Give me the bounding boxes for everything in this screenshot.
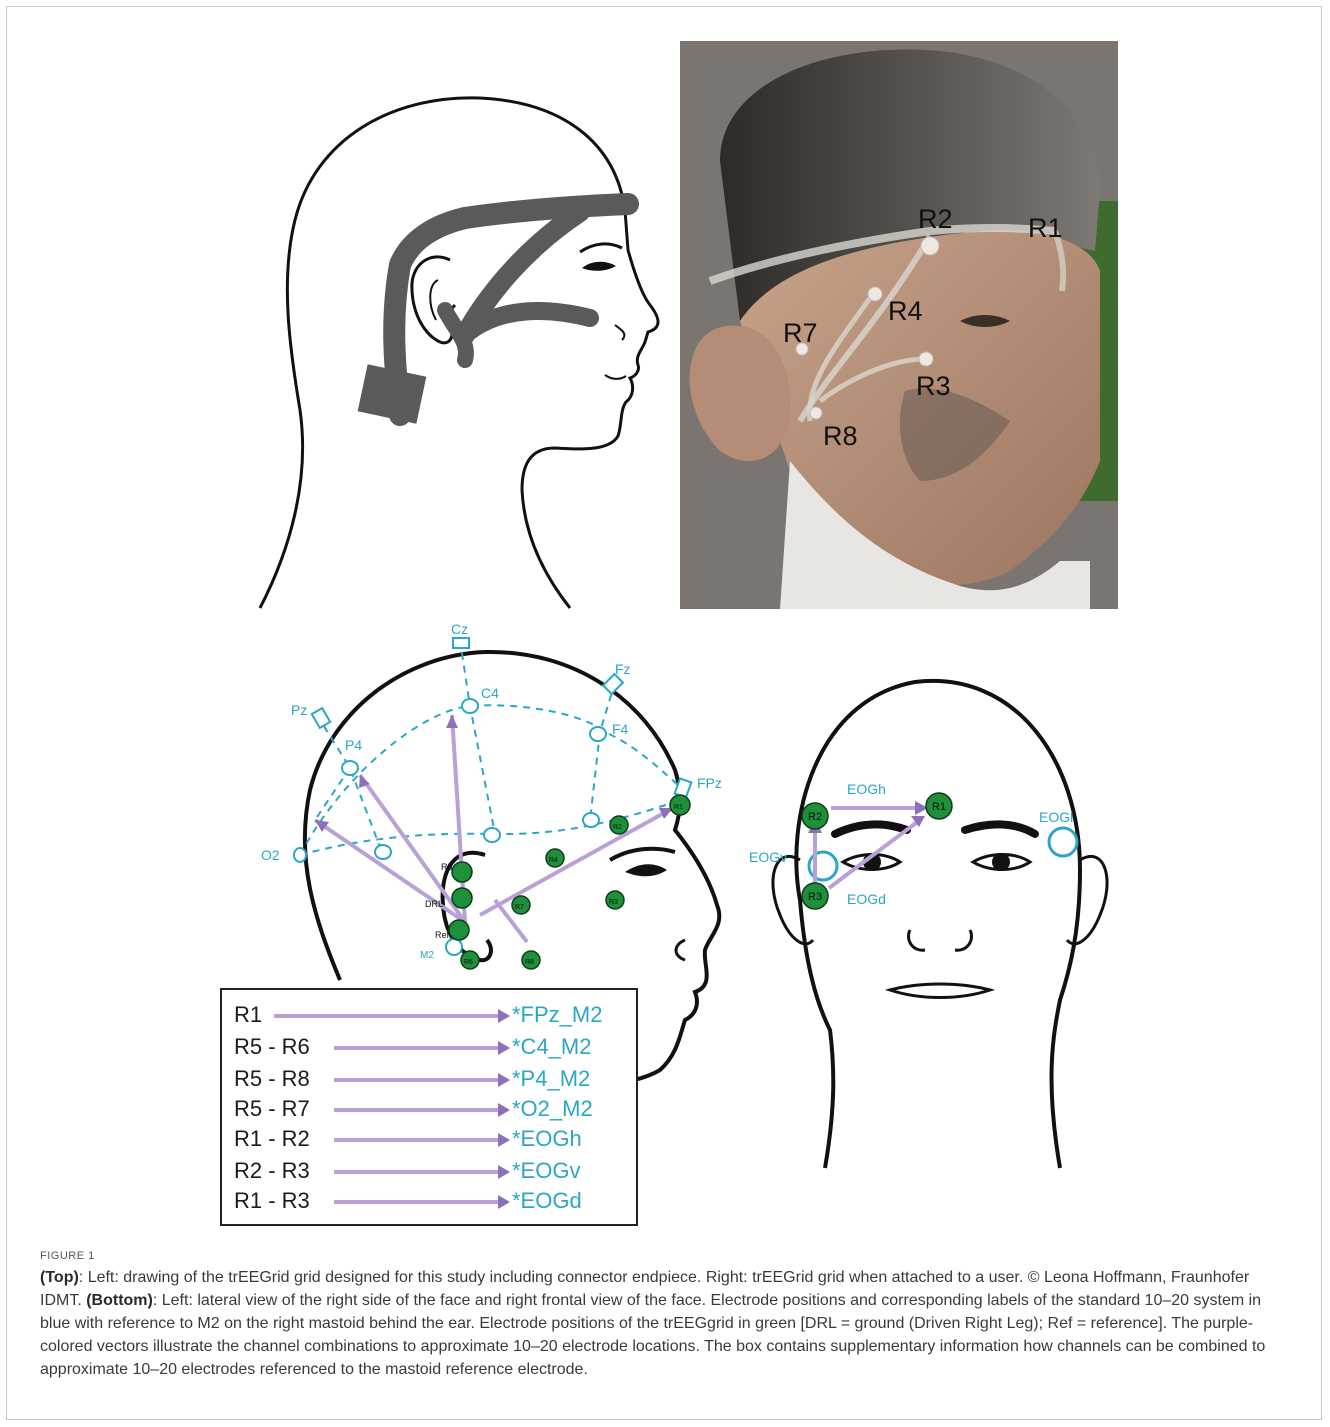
legend-row: R2 - R3 *EOGv (222, 1158, 636, 1188)
legend-source: R1 - R3 (234, 1188, 310, 1214)
frontal-label-r3: R3 (808, 891, 822, 903)
lateral-label-o2: O2 (261, 847, 280, 863)
legend-row: R1 - R3 *EOGd (222, 1188, 636, 1218)
user-photo: R2 R1 R4 R7 R3 R8 (680, 41, 1118, 609)
legend-source: R1 (234, 1002, 262, 1028)
figure-label: FIGURE 1 (40, 1250, 1290, 1262)
photo-label-r7: R7 (783, 318, 818, 348)
lateral-label-f4: F4 (612, 721, 629, 737)
legend-arrow (334, 1046, 500, 1050)
legend-source: R5 - R7 (234, 1096, 310, 1122)
frontal-view-diagram: R1 R2 R3 EOGh EOGv EOGd EOGl (735, 640, 1125, 1170)
lateral-label-drl: DRL (425, 899, 443, 909)
legend-arrow (334, 1108, 500, 1112)
photo-label-r1: R1 (1028, 213, 1063, 243)
caption-bottom-text: : Left: lateral view of the right side o… (40, 1292, 1265, 1378)
photo-label-r8: R8 (823, 421, 858, 451)
legend-target: *C4_M2 (512, 1034, 591, 1060)
grid-drawing (250, 80, 680, 610)
lateral-label-pz: Pz (291, 702, 307, 718)
legend-row: R5 - R8 *P4_M2 (222, 1066, 636, 1096)
lateral-label-r7: R7 (515, 904, 524, 911)
legend-arrow (334, 1200, 500, 1204)
lateral-label-fz: Fz (615, 661, 631, 677)
lateral-label-m2: M2 (420, 950, 434, 961)
lateral-label-r1: R1 (674, 804, 683, 811)
legend-source: R5 - R8 (234, 1066, 310, 1092)
lateral-label-cz: Cz (451, 621, 468, 637)
legend-target: *EOGv (512, 1158, 580, 1184)
legend-target: *O2_M2 (512, 1096, 593, 1122)
lateral-label-p4: P4 (345, 737, 362, 753)
legend-target: *P4_M2 (512, 1066, 590, 1092)
caption-bottom-bold: (Bottom) (86, 1292, 153, 1309)
lateral-label-r5: R5 (441, 862, 453, 872)
legend-source: R2 - R3 (234, 1158, 310, 1184)
caption-text: (Top): Left: drawing of the trEEGrid gri… (40, 1266, 1290, 1381)
legend-row: R5 - R7 *O2_M2 (222, 1096, 636, 1126)
frontal-label-eogl: EOGl (1039, 809, 1073, 825)
lateral-label-ref: Ref (435, 930, 450, 940)
legend-arrow (274, 1014, 500, 1018)
legend-arrow (334, 1170, 500, 1174)
lateral-label-c4: C4 (481, 685, 499, 701)
frontal-label-eogv: EOGv (749, 849, 787, 865)
legend-source: R5 - R6 (234, 1034, 310, 1060)
legend-target: *EOGd (512, 1188, 582, 1214)
caption-top-bold: (Top) (40, 1269, 79, 1286)
frontal-label-r1: R1 (932, 801, 946, 813)
legend-row: R1 *FPz_M2 (222, 1002, 636, 1032)
legend-row: R5 - R6 *C4_M2 (222, 1034, 636, 1064)
photo-label-r4: R4 (888, 296, 923, 326)
legend-source: R1 - R2 (234, 1126, 310, 1152)
photo-label-r2: R2 (918, 204, 953, 234)
lateral-label-fpz: FPz (697, 775, 722, 791)
lateral-label-r4: R4 (549, 857, 558, 864)
figure-caption: FIGURE 1 (Top): Left: drawing of the trE… (40, 1250, 1290, 1381)
lateral-label-r2: R2 (613, 824, 622, 831)
photo-label-r3: R3 (916, 371, 951, 401)
frontal-label-eogh: EOGh (847, 781, 886, 797)
channel-combination-box: R1 *FPz_M2 R5 - R6 *C4_M2 R5 - R8 *P4_M2… (220, 988, 638, 1226)
frontal-label-r2: R2 (808, 811, 822, 823)
legend-target: *FPz_M2 (512, 1002, 602, 1028)
legend-arrow (334, 1078, 500, 1082)
lateral-label-r3: R3 (609, 899, 618, 906)
legend-arrow (334, 1138, 500, 1142)
legend-target: *EOGh (512, 1126, 582, 1152)
lateral-label-r6: R6 (464, 959, 473, 966)
lateral-label-r8: R8 (525, 959, 534, 966)
frontal-label-eogd: EOGd (847, 891, 886, 907)
legend-row: R1 - R2 *EOGh (222, 1126, 636, 1156)
